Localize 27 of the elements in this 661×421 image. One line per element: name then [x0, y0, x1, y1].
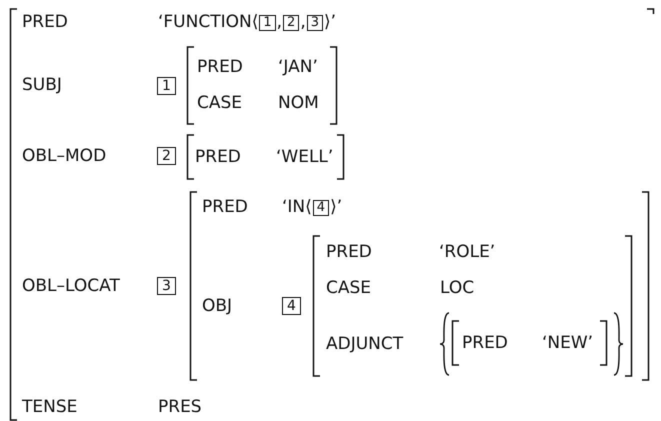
index-tag: 1 — [157, 77, 176, 95]
attribute-name: PRED — [326, 242, 372, 262]
attribute-name: TENSE — [22, 397, 78, 417]
attribute-name: OBL–LOCAT — [22, 276, 120, 296]
attribute-value: ‘NEW’ — [542, 333, 594, 353]
attribute-value: ‘JAN’ — [278, 57, 318, 77]
attribute-name: CASE — [326, 278, 372, 298]
attribute-name: PRED — [202, 197, 248, 217]
index-tag: 2 — [157, 147, 176, 165]
attribute-value: ‘WELL’ — [276, 147, 334, 167]
attribute-name: PRED — [22, 12, 68, 32]
attribute-value: ‘ROLE’ — [439, 242, 496, 262]
attribute-name: OBJ — [202, 296, 232, 316]
index-tag: 3 — [157, 277, 176, 295]
attribute-name: PRED — [195, 147, 241, 167]
attribute-name: PRED — [462, 333, 508, 353]
attribute-value: ‘IN⟨4⟩’ — [282, 197, 342, 217]
index-tag: 4 — [282, 297, 301, 315]
attribute-name: ADJUNCT — [326, 334, 404, 354]
attribute-name: PRED — [197, 57, 243, 77]
attribute-value: NOM — [278, 93, 319, 113]
attribute-value: PRES — [158, 397, 202, 417]
attribute-name: CASE — [197, 93, 242, 113]
attribute-value: LOC — [440, 278, 474, 298]
attribute-name: OBL–MOD — [22, 146, 106, 166]
attribute-name: SUBJ — [22, 75, 62, 95]
attribute-value: ‘FUNCTION⟨1,2,3⟩’ — [158, 12, 336, 32]
